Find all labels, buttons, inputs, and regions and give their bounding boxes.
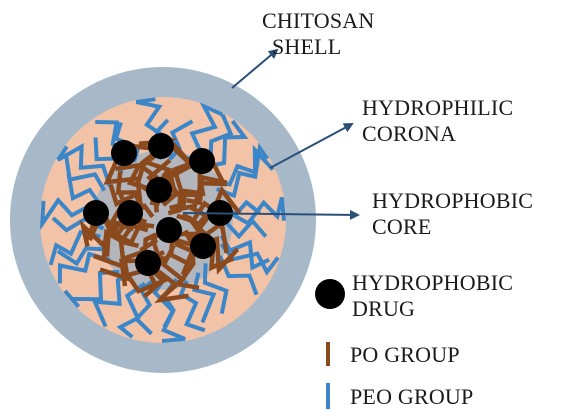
legend-peo-label: PEO GROUP — [350, 384, 473, 410]
hydrophilic-corona-label: HYDROPHILIC CORONA — [362, 95, 513, 147]
hydrophilic-corona-label-line1: HYDROPHILIC — [362, 95, 513, 121]
legend-drug-label-line2: DRUG — [352, 296, 513, 322]
hydrophilic-corona-label-line2: CORONA — [362, 121, 513, 147]
hydrophobic-core-label: HYDROPHOBIC CORE — [372, 188, 533, 240]
drug-particle — [190, 233, 216, 259]
legend-drug-icon — [315, 279, 345, 309]
chitosan-shell-label: CHITOSAN SHELL — [262, 8, 374, 60]
legend-drug-label: HYDROPHOBIC DRUG — [352, 270, 513, 322]
drug-particle — [83, 200, 109, 226]
legend-po-icon — [326, 342, 330, 366]
legend-drug-label-line1: HYDROPHOBIC — [352, 270, 513, 296]
chitosan-shell-label-line2: SHELL — [262, 34, 374, 60]
drug-particle — [148, 133, 174, 159]
chitosan-shell-label-line1: CHITOSAN — [262, 8, 374, 34]
legend-po-label: PO GROUP — [350, 342, 460, 368]
hydrophobic-core-label-line1: HYDROPHOBIC — [372, 188, 533, 214]
drug-particle — [111, 140, 137, 166]
hydrophobic-core-label-line2: CORE — [372, 214, 533, 240]
legend-peo-icon — [326, 383, 330, 409]
drug-particle — [135, 250, 161, 276]
drug-particle — [146, 177, 172, 203]
drug-particle — [117, 200, 143, 226]
drug-particle — [156, 217, 182, 243]
drug-particle — [189, 148, 215, 174]
